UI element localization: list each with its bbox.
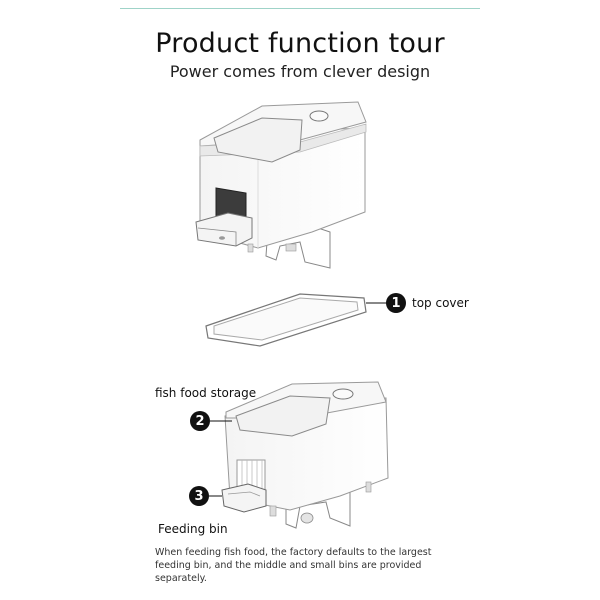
callout-label-top-cover: top cover (412, 296, 469, 310)
page-subtitle: Power comes from clever design (169, 62, 431, 81)
callout-number-3: 3 (189, 486, 209, 506)
exploded-feeder-image (221, 381, 389, 529)
callout-label-fish-food-storage: fish food storage (155, 386, 257, 400)
footnote-text: When feeding fish food, the factory defa… (155, 547, 432, 584)
callout-number-1: 1 (386, 293, 406, 313)
top-divider (120, 8, 480, 9)
assembled-feeder-image (195, 101, 367, 269)
top-cover-image (205, 293, 367, 347)
callout-number-2: 2 (190, 411, 210, 431)
page-title: Product function tour (155, 28, 445, 59)
callout-label-feeding-bin: Feeding bin (158, 522, 228, 536)
